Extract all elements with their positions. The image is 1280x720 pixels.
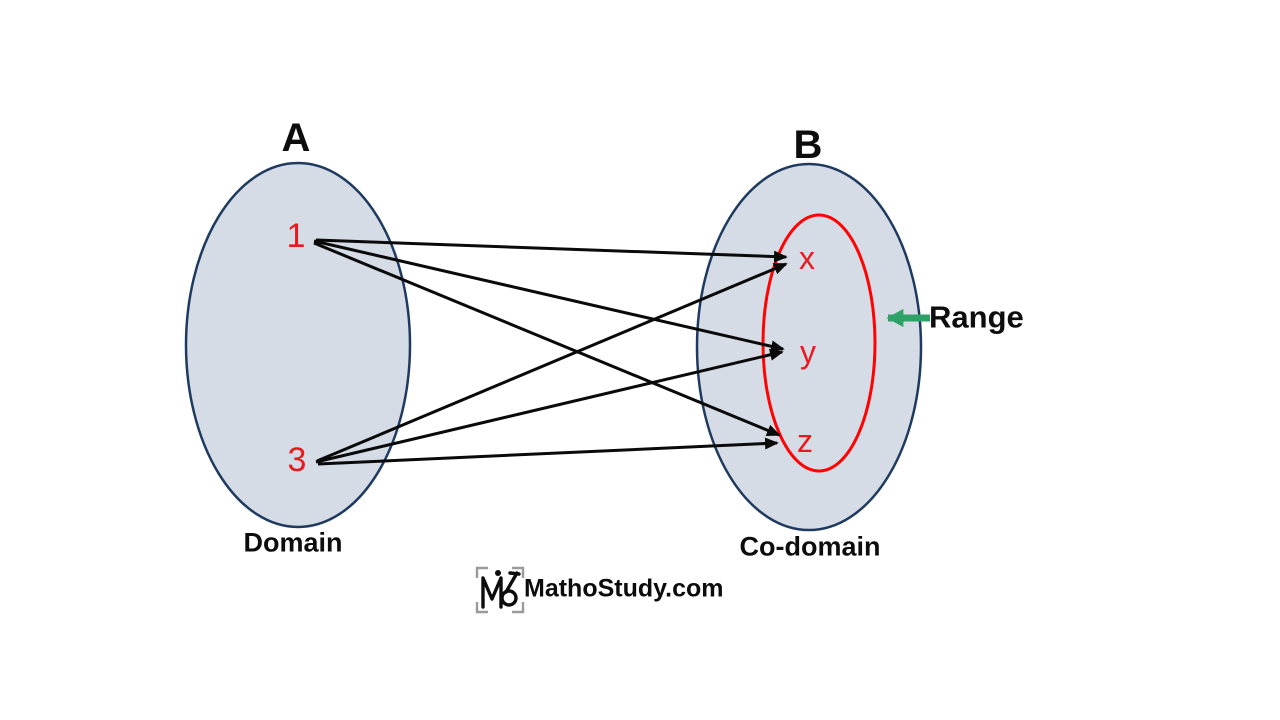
arrow-1-to-x xyxy=(315,238,788,263)
arrow-3-to-z xyxy=(317,437,779,466)
set-a-ellipse xyxy=(184,161,412,529)
element-z: z xyxy=(797,423,813,459)
arrow-3-to-x xyxy=(316,262,788,463)
range-label: Range xyxy=(929,299,1024,335)
element-3: 3 xyxy=(287,441,307,479)
codomain-caption: Co-domain xyxy=(739,531,881,562)
domain-caption: Domain xyxy=(243,527,343,558)
element-1: 1 xyxy=(286,217,306,255)
set-a-name: A xyxy=(281,116,311,160)
watermark-text: MathoStudy.com xyxy=(524,574,724,603)
element-y: y xyxy=(800,334,816,370)
mathostudy-logo-icon xyxy=(475,566,525,614)
set-b-name: B xyxy=(793,123,823,167)
element-x: x xyxy=(799,240,815,276)
arrow-1-to-y xyxy=(313,239,785,353)
arrow-3-to-y xyxy=(315,348,784,464)
arrow-1-to-z xyxy=(313,241,781,437)
